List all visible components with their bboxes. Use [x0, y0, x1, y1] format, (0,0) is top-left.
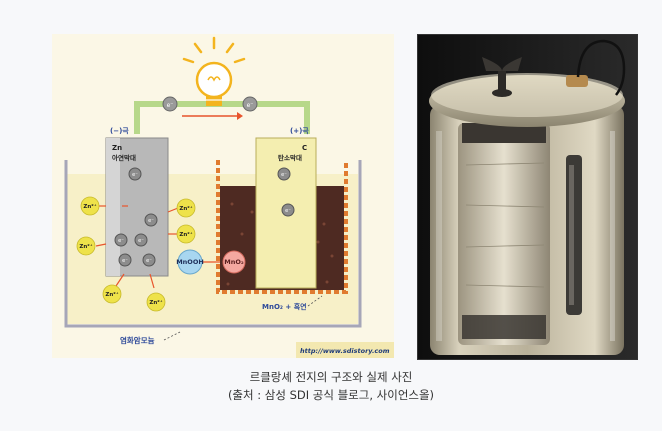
cathode-polarity: (+)극	[290, 127, 309, 135]
watermark: http://www.sdistory.com	[300, 347, 390, 355]
mixture-leader	[307, 295, 323, 307]
electron-label: e⁻	[281, 172, 287, 178]
zinc-rod-label: 아연막대	[112, 153, 136, 162]
electron-carbon-bottom	[281, 203, 295, 217]
zinc-ion-label: Zn²⁺	[179, 205, 192, 212]
wingnut-terminal	[482, 57, 522, 97]
electrolyte-leader	[163, 331, 181, 341]
circuit-wire	[134, 101, 310, 134]
container-wall	[64, 160, 362, 328]
figure-caption-source: (출처 : 삼성 SDI 공식 블로그, 사이언스올)	[227, 388, 435, 402]
zinc-ions	[76, 196, 196, 312]
zinc-ion-label: Zn²⁺	[79, 243, 92, 250]
leclanche-cell-diagram: e⁻ e⁻ (−)극 (+)극 Zn 아연막대	[52, 34, 394, 358]
electron-wire-left	[162, 96, 178, 112]
mixture-label: MnO₂ + 흑연	[262, 302, 307, 311]
figure-caption-title: 르클랑셰 전지의 구조와 실제 사진	[249, 370, 413, 384]
carbon-rod-label: 탄소막대	[278, 153, 302, 162]
mnooh-particle	[177, 249, 203, 275]
carbon-symbol: C	[302, 144, 307, 152]
zinc-ion-label: Zn²⁺	[83, 203, 96, 210]
zinc-ion-label: Zn²⁺	[105, 291, 118, 298]
cork-terminal	[566, 75, 588, 87]
mnooh-label: MnOOH	[176, 258, 204, 266]
mno2-particle	[222, 250, 246, 274]
separator-frame	[216, 160, 348, 294]
electron-label: e⁻	[122, 258, 128, 264]
porous-pot	[458, 123, 550, 345]
electron-label: e⁻	[132, 172, 138, 178]
watermark-bar	[296, 342, 394, 358]
terminal-wire	[576, 39, 626, 96]
anode-polarity: (−)극	[110, 127, 129, 135]
electron-label: e⁻	[138, 238, 144, 244]
zinc-ion-label: Zn²⁺	[149, 299, 162, 306]
electron-label: e⁻	[118, 238, 124, 244]
electron-label: e⁻	[285, 208, 291, 214]
electron-label: e⁻	[247, 102, 254, 109]
zinc-symbol: Zn	[112, 144, 122, 152]
electrolyte-label: 염화암모늄	[120, 335, 155, 345]
light-bulb-icon	[182, 36, 246, 106]
electron-label: e⁻	[146, 258, 152, 264]
zinc-ion-label: Zn²⁺	[179, 231, 192, 238]
battery-photo	[417, 34, 638, 360]
mno2-label: MnO₂	[224, 258, 244, 266]
electron-label: e⁻	[167, 102, 174, 109]
electrons-zinc	[114, 167, 158, 267]
current-arrow-head	[237, 112, 243, 120]
electron-wire-right	[242, 96, 258, 112]
electron-label: e⁻	[148, 218, 154, 224]
electron-carbon-top	[277, 167, 291, 181]
